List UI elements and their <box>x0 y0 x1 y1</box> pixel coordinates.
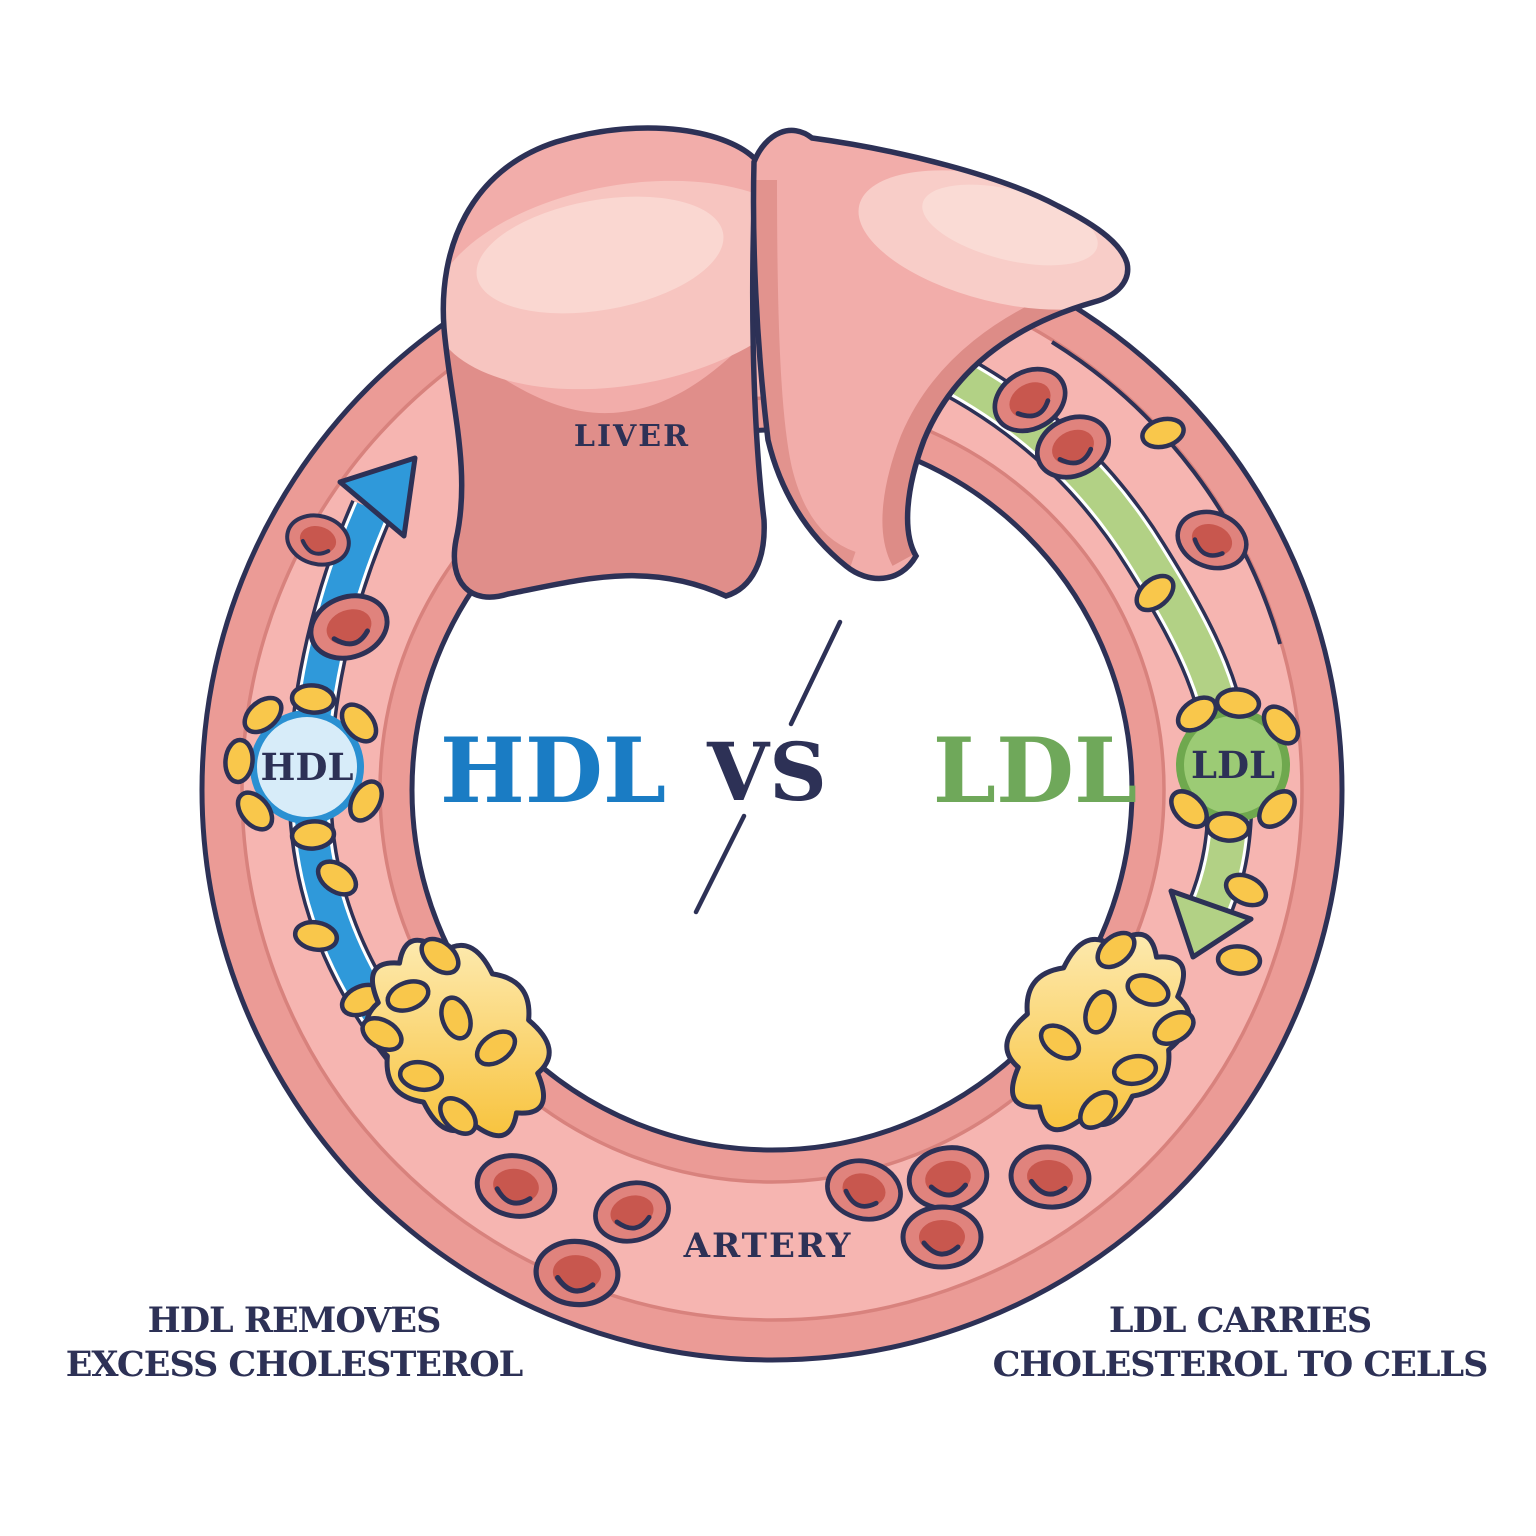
caption-hdl-line2: EXCESS CHOLESTEROL <box>66 1344 523 1385</box>
caption-hdl-line1: HDL REMOVES <box>148 1300 441 1341</box>
divider-slash-top <box>788 619 843 727</box>
caption-ldl-line2: CHOLESTEROL TO CELLS <box>993 1344 1488 1385</box>
ldl-particle: LDL <box>1165 688 1305 843</box>
caption-hdl: HDL REMOVES EXCESS CHOLESTEROL <box>66 1300 524 1385</box>
liver-label: LIVER <box>574 419 690 454</box>
artery-label: ARTERY <box>683 1226 853 1266</box>
title-hdl: HDL <box>440 718 666 824</box>
center-title: HDL VS LDL <box>440 619 1138 915</box>
divider-slash-bottom <box>693 813 747 915</box>
hdl-particle-label: HDL <box>260 745 353 789</box>
caption-ldl: LDL CARRIES CHOLESTEROL TO CELLS <box>993 1300 1489 1385</box>
cholesterol-oval <box>1217 945 1261 976</box>
hdl-particle: HDL <box>224 684 388 851</box>
liver-right-lobe-outline <box>750 127 1131 582</box>
title-ldl: LDL <box>933 718 1138 824</box>
red-blood-cell <box>903 1207 981 1267</box>
ldl-arrowhead <box>1168 888 1254 960</box>
wall-sketch-line <box>1050 340 1282 645</box>
ldl-particle-label: LDL <box>1191 743 1275 787</box>
hdl-arrowhead <box>337 455 418 539</box>
title-vs: VS <box>706 725 827 819</box>
caption-ldl-line1: LDL CARRIES <box>1109 1300 1371 1341</box>
